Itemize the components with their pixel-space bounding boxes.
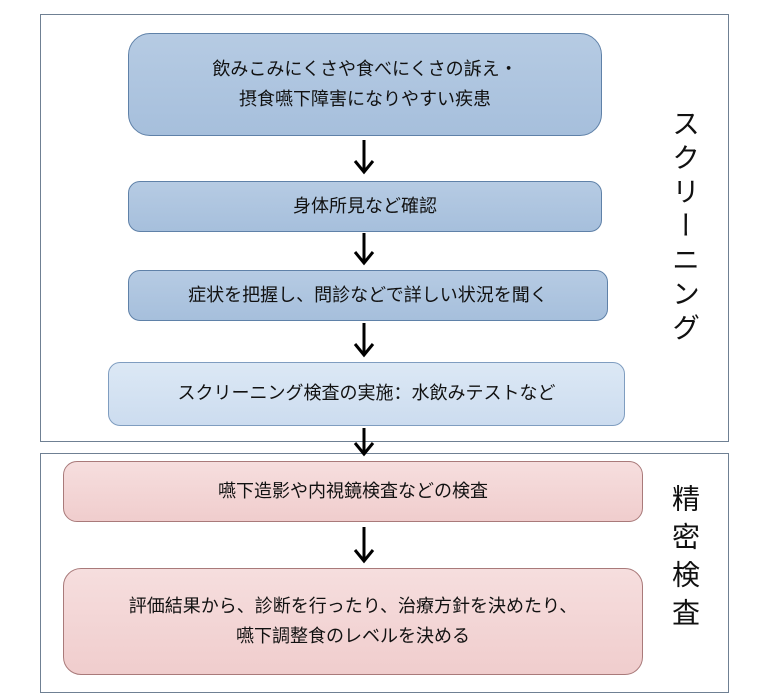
step-complaint-box: 飲みこみにくさや食べにくさの訴え・ 摂食嚥下障害になりやすい疾患 — [128, 33, 602, 136]
step-screening-test-box: スクリーニング検査の実施：水飲みテストなど — [108, 362, 625, 426]
arrow-down-icon — [353, 527, 375, 564]
detailed-exam-label: 精密検査 — [668, 484, 701, 636]
step-interview-box: 症状を把握し、問診などで詳しい状況を聞く — [128, 270, 608, 321]
screening-label: スクリーニング — [668, 109, 701, 347]
step-physical-findings-box: 身体所見など確認 — [128, 181, 602, 232]
arrow-down-icon — [353, 323, 375, 358]
arrow-down-icon — [353, 428, 375, 457]
arrow-down-icon — [353, 233, 375, 266]
step-diagnosis-box: 評価結果から、診断を行ったり、治療方針を決めたり、 嚥下調整食のレベルを決める — [63, 568, 643, 675]
arrow-down-icon — [353, 140, 375, 175]
step-imaging-exam-box: 嚥下造影や内視鏡検査などの検査 — [63, 461, 643, 522]
